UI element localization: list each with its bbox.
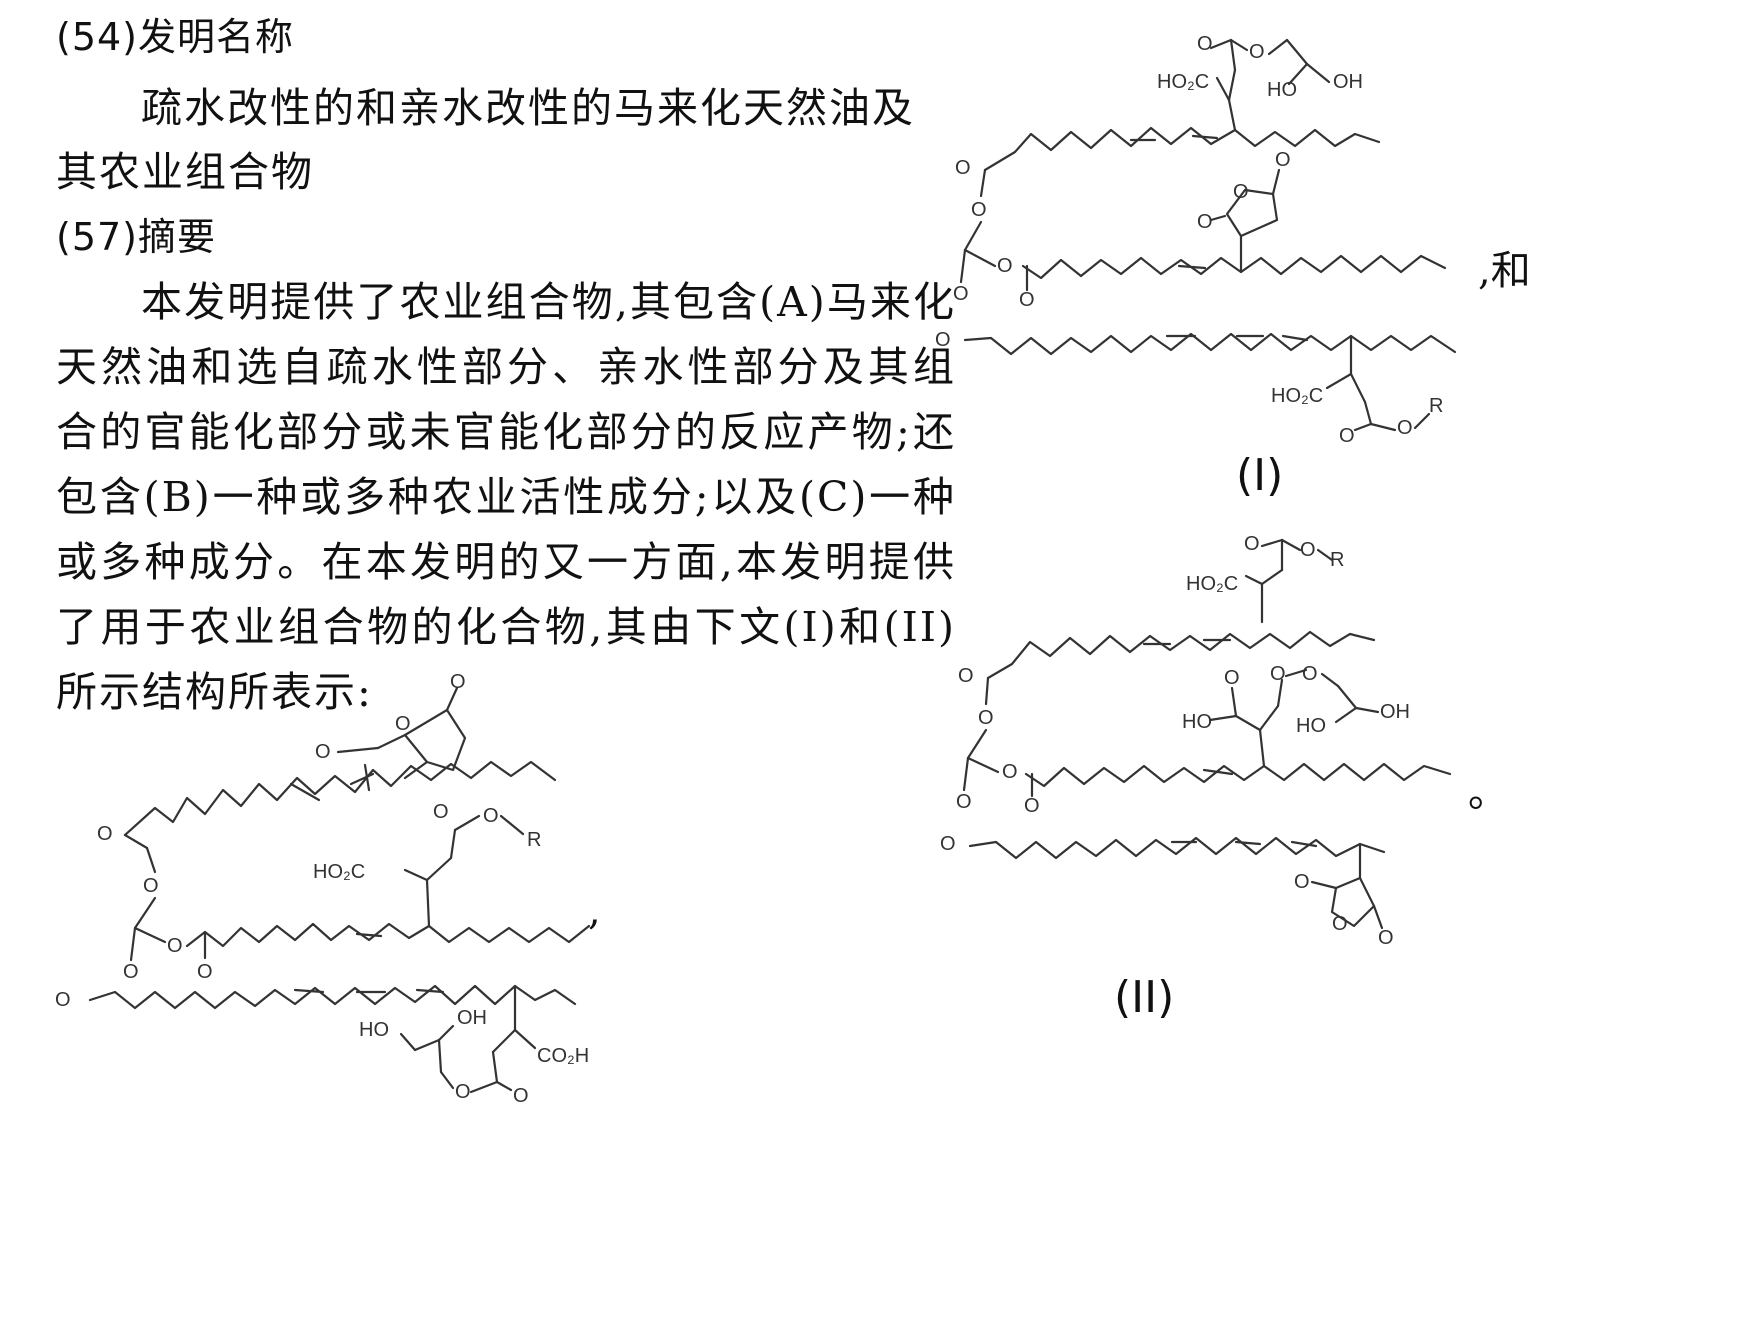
svg-text:HO: HO: [1267, 79, 1297, 101]
svg-text:R: R: [1429, 395, 1443, 417]
svg-text:O: O: [315, 741, 331, 763]
separator-comma: ,: [588, 888, 601, 934]
svg-text:O: O: [978, 707, 994, 729]
svg-text:O: O: [1397, 417, 1413, 439]
abstract-heading: (57)摘要: [56, 214, 216, 260]
svg-text:R: R: [527, 829, 541, 851]
svg-text:O: O: [167, 935, 183, 957]
svg-text:O: O: [1378, 927, 1394, 949]
svg-text:O: O: [958, 665, 974, 687]
svg-text:O: O: [433, 801, 449, 823]
svg-text:O: O: [997, 255, 1013, 277]
svg-text:O: O: [1233, 181, 1249, 203]
svg-text:HO₂C: HO₂C: [1271, 385, 1323, 407]
invention-title: 疏水改性的和亲水改性的马来化天然油及其农业组合物: [56, 76, 956, 204]
svg-text:O: O: [955, 157, 971, 179]
svg-text:O: O: [1024, 795, 1040, 817]
svg-text:HO: HO: [1182, 711, 1212, 733]
svg-text:O: O: [1302, 663, 1318, 685]
svg-text:O: O: [450, 671, 466, 693]
figure-label-I: (I): [1236, 450, 1283, 501]
svg-text:O: O: [935, 329, 951, 351]
svg-text:O: O: [1002, 761, 1018, 783]
svg-text:O: O: [953, 283, 969, 305]
svg-text:O: O: [197, 961, 213, 983]
svg-text:O: O: [1294, 871, 1310, 893]
svg-text:O: O: [1019, 289, 1035, 311]
chemical-structure-II: O O R HO₂C O O O O O O HO: [940, 530, 1500, 950]
svg-text:O: O: [1249, 41, 1265, 63]
svg-text:O: O: [1197, 211, 1213, 233]
svg-text:O: O: [1300, 539, 1316, 561]
title-heading: (54)发明名称: [56, 14, 294, 60]
svg-text:O: O: [513, 1085, 529, 1107]
svg-text:O: O: [956, 791, 972, 813]
svg-text:O: O: [1224, 667, 1240, 689]
svg-text:OH: OH: [1380, 701, 1410, 723]
svg-text:O: O: [1339, 425, 1355, 447]
svg-text:O: O: [1244, 533, 1260, 555]
svg-text:O: O: [1275, 149, 1291, 171]
svg-text:HO: HO: [1296, 715, 1326, 737]
svg-text:R: R: [1330, 549, 1344, 571]
svg-text:O: O: [55, 989, 71, 1011]
svg-text:O: O: [1197, 33, 1213, 55]
svg-text:OH: OH: [1333, 71, 1363, 93]
svg-text:OH: OH: [457, 1007, 487, 1029]
svg-text:O: O: [1332, 913, 1348, 935]
separator-period: 。: [1468, 760, 1508, 818]
svg-text:O: O: [455, 1081, 471, 1103]
svg-text:O: O: [971, 199, 987, 221]
svg-text:O: O: [143, 875, 159, 897]
svg-text:O: O: [395, 713, 411, 735]
svg-text:HO₂C: HO₂C: [1186, 573, 1238, 595]
svg-text:O: O: [940, 833, 956, 855]
chemical-structure-I: O O OH HO HO₂C O O O O O O: [935, 10, 1495, 450]
svg-text:HO₂C: HO₂C: [313, 861, 365, 883]
svg-text:CO₂H: CO₂H: [537, 1045, 589, 1067]
svg-text:HO₂C: HO₂C: [1157, 71, 1209, 93]
svg-text:O: O: [97, 823, 113, 845]
svg-text:O: O: [483, 805, 499, 827]
svg-text:HO: HO: [359, 1019, 389, 1041]
svg-text:O: O: [1270, 663, 1286, 685]
chemical-structure-left: O O O O O O O O O O R HO₂C: [55, 670, 595, 1120]
abstract-text: 本发明提供了农业组合物,其包含(A)马来化天然油和选自疏水性部分、亲水性部分及其…: [56, 270, 956, 725]
figure-label-II: (II): [1114, 972, 1174, 1023]
svg-text:O: O: [123, 961, 139, 983]
separator-and: ,和: [1478, 238, 1531, 296]
